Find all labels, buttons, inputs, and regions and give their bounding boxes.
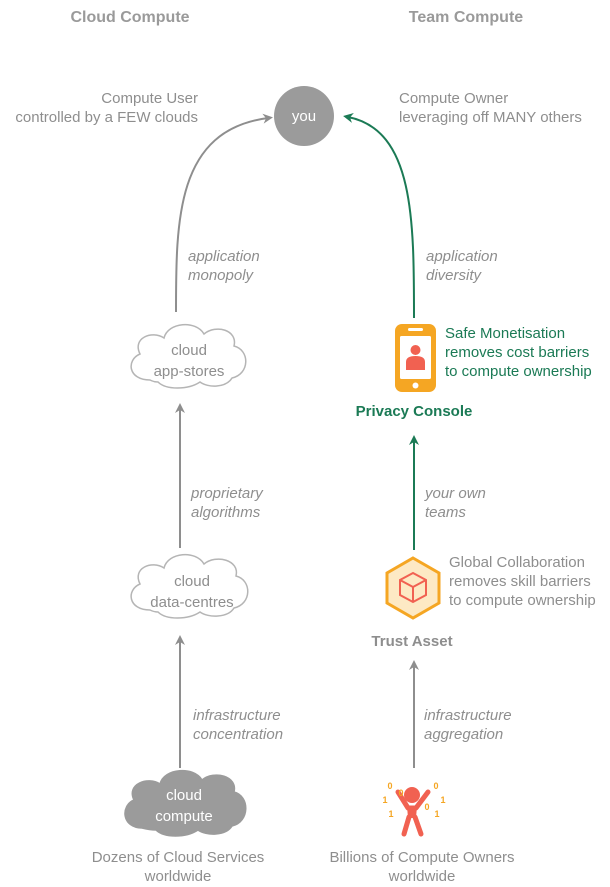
you-node: you	[274, 86, 334, 146]
right-bottom-caption-2: worldwide	[388, 868, 456, 885]
left-bottom-caption-2: worldwide	[144, 868, 212, 885]
cloud-app-stores: cloud app-stores	[130, 324, 247, 389]
left-top-caption-2: controlled by a FEW clouds	[15, 109, 198, 126]
right-top-caption-1: Compute Owner	[399, 90, 508, 107]
right-edge-bottom-2: aggregation	[424, 726, 503, 743]
bit-8: 0	[424, 802, 429, 812]
console-note-1: Safe Monetisation	[445, 325, 565, 342]
left-edge-bottom-2: concentration	[193, 726, 283, 743]
collab-note-3: to compute ownership	[449, 592, 596, 609]
right-bottom-caption-1: Billions of Compute Owners	[329, 849, 514, 866]
collab-note-1: Global Collaboration	[449, 554, 585, 571]
right-edge-mid-2: teams	[425, 504, 466, 521]
bit-4: 0	[398, 788, 403, 798]
you-label: you	[292, 108, 316, 125]
data-centres-line-1: cloud	[174, 573, 210, 590]
bit-3: 1	[388, 809, 393, 819]
phone-icon	[395, 324, 436, 392]
app-stores-line-2: app-stores	[154, 363, 225, 380]
bit-1: 0	[387, 781, 392, 791]
right-edge-top-1: application	[426, 248, 498, 265]
cloud-data-centres: cloud data-centres	[130, 554, 249, 619]
left-edge-mid-2: algorithms	[191, 504, 261, 521]
right-edge-top-2: diversity	[426, 267, 483, 284]
console-note-2: removes cost barriers	[445, 344, 589, 361]
data-centres-line-2: data-centres	[150, 594, 233, 611]
console-note-3: to compute ownership	[445, 363, 592, 380]
bit-6: 1	[440, 795, 445, 805]
collab-note-2: removes skill barriers	[449, 573, 591, 590]
hexagon-cube-icon	[385, 556, 441, 620]
bit-2: 1	[382, 795, 387, 805]
right-edge-bottom-1: infrastructure	[424, 707, 512, 724]
header-cloud-compute: Cloud Compute	[70, 9, 189, 26]
left-edge-bottom-1: infrastructure	[193, 707, 281, 724]
cloud-compute-line-2: compute	[155, 808, 213, 825]
bit-7: 1	[434, 809, 439, 819]
person-icon	[395, 787, 431, 837]
left-top-caption-1: Compute User	[101, 90, 198, 107]
left-bottom-caption-1: Dozens of Cloud Services	[92, 849, 265, 866]
trust-asset-label: Trust Asset	[371, 633, 452, 650]
privacy-console-label: Privacy Console	[356, 403, 473, 420]
header-team-compute: Team Compute	[409, 9, 523, 26]
right-curve-arrow	[343, 113, 415, 319]
cloud-compute: cloud compute	[124, 770, 247, 837]
app-stores-line-1: cloud	[171, 342, 207, 359]
bit-5: 0	[433, 781, 438, 791]
left-edge-top-1: application	[188, 248, 260, 265]
right-edge-mid-1: your own	[424, 485, 486, 502]
left-edge-top-2: monopoly	[188, 267, 255, 284]
left-curve-arrow	[175, 113, 273, 313]
left-edge-mid-1: proprietary	[190, 485, 264, 502]
right-top-caption-2: leveraging off MANY others	[399, 109, 582, 126]
cloud-compute-line-1: cloud	[166, 787, 202, 804]
